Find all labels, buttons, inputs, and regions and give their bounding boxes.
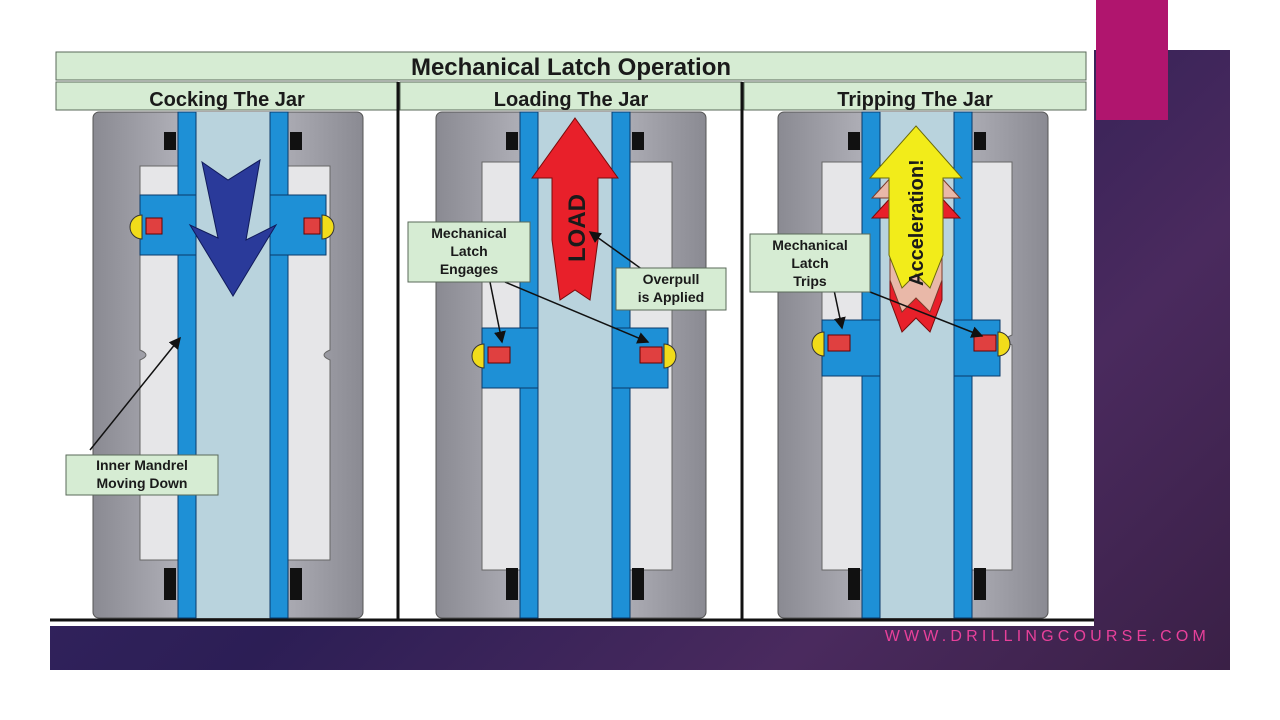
callout-line: Overpull: [643, 271, 700, 287]
callout-line: Trips: [793, 273, 827, 289]
load-arrow-text: LOAD: [564, 194, 591, 262]
accent-bar: [1096, 0, 1168, 120]
callout-line: Mechanical: [431, 225, 506, 241]
callout-line: Mechanical: [772, 237, 847, 253]
panel-tripping: Tripping The Jar Acceleration! Mechanica…: [743, 81, 1087, 619]
diagram-title-bar: Mechanical Latch Operation: [55, 51, 1087, 81]
panel-heading-cocking: Cocking The Jar: [149, 89, 305, 111]
panel-cocking: Cocking The Jar Inner Mandrel Moving Dow…: [55, 81, 399, 619]
acceleration-arrow-text: Acceleration!: [906, 159, 928, 286]
callout-line: is Applied: [638, 289, 704, 305]
panel-heading-loading: Loading The Jar: [494, 89, 649, 111]
callout-line: Latch: [450, 243, 487, 259]
load-arrow-icon: [531, 117, 619, 301]
footer-url: WWW.DRILLINGCOURSE.COM: [884, 628, 1210, 645]
panel-heading-tripping: Tripping The Jar: [837, 89, 993, 111]
callout-latch-engages: Mechanical Latch Engages: [407, 221, 531, 283]
callout-overpull: Overpull is Applied: [615, 267, 727, 311]
callout-latch-trips: Mechanical Latch Trips: [749, 233, 871, 293]
callout-line: Inner Mandrel: [96, 457, 188, 473]
acceleration-arrow-icon: [868, 125, 964, 289]
callout-line: Moving Down: [97, 475, 188, 491]
callout-inner-mandrel: Inner Mandrel Moving Down: [65, 454, 219, 496]
callout-line: Latch: [791, 255, 828, 271]
diagram-title: Mechanical Latch Operation: [411, 54, 731, 81]
diagram-figure: Mechanical Latch Operation Cocking The J…: [50, 50, 1094, 626]
callout-line: Engages: [440, 261, 499, 277]
down-arrow-icon: [188, 158, 278, 297]
panel-loading: Loading The Jar LOAD Mechanical Latch En…: [399, 81, 743, 619]
